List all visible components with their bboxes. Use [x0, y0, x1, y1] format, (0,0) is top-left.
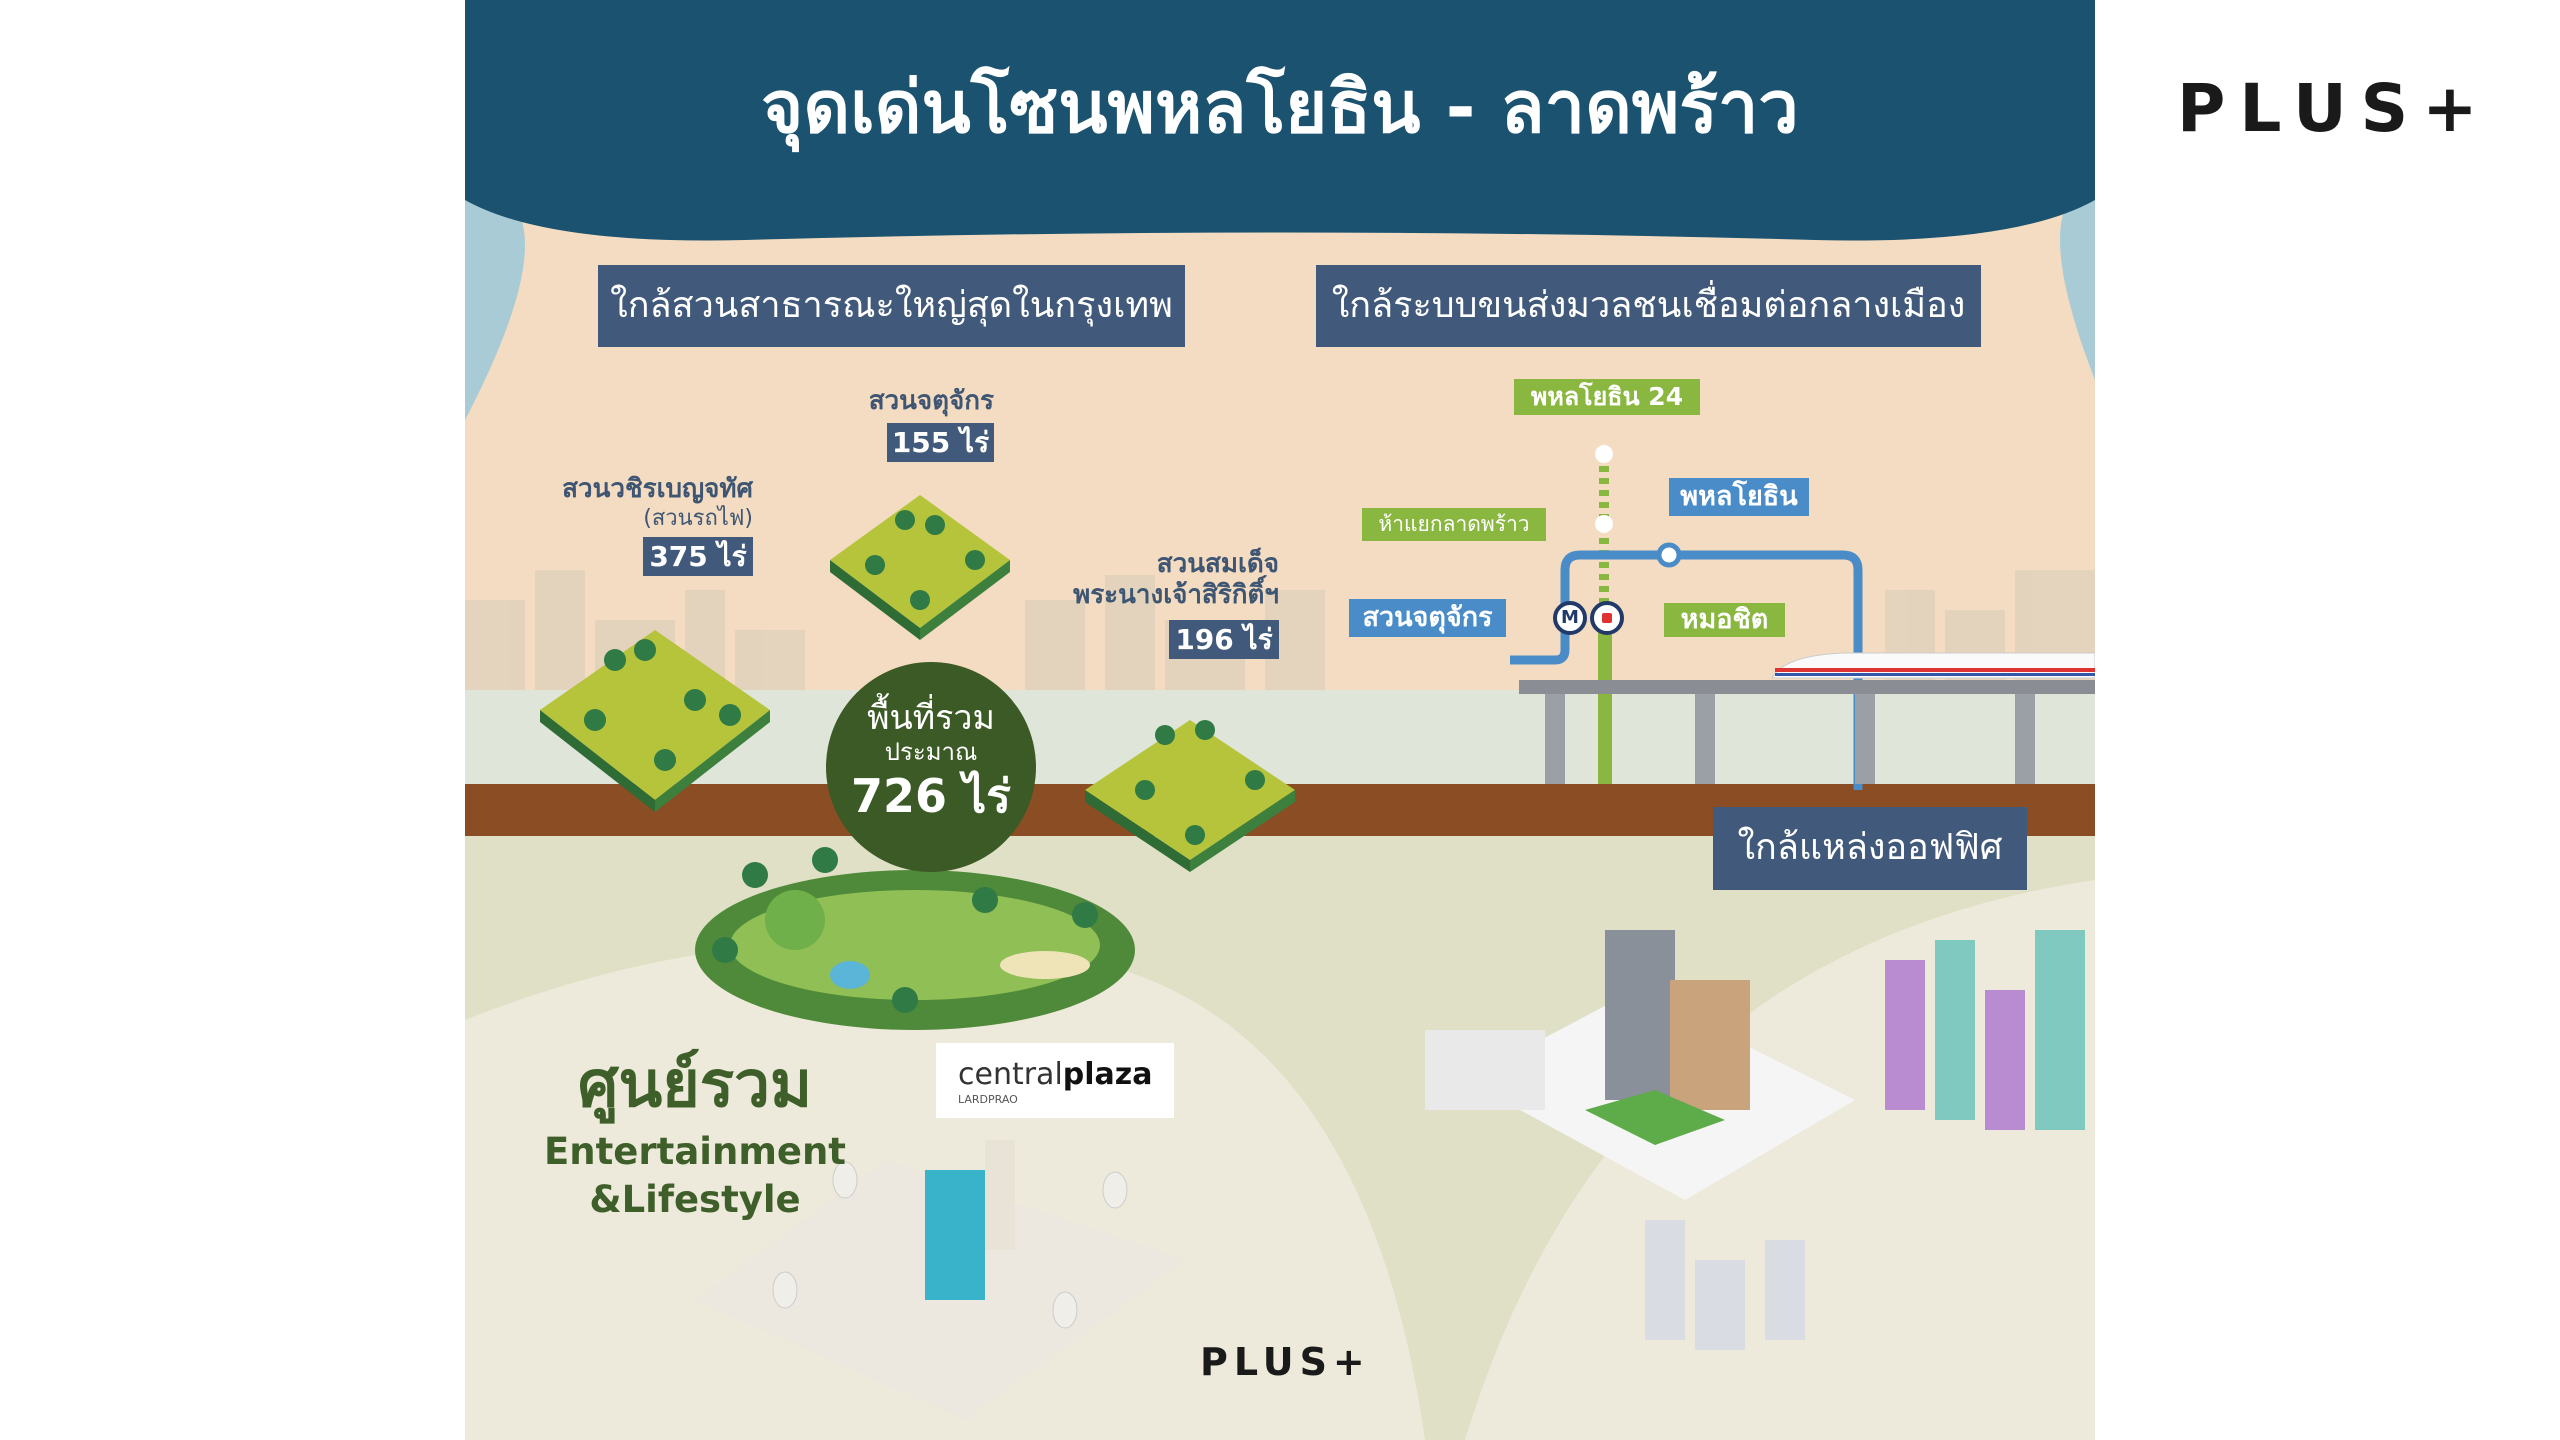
- station-chatuchak-park: สวนจตุจักร: [1349, 599, 1506, 637]
- office-section-title: ใกล้แหล่งออฟฟิศ: [1713, 807, 2027, 890]
- city-blocks-illustration: [1645, 930, 2085, 1350]
- plus-logo: PLUS+: [2177, 70, 2492, 147]
- total-area-approx: ประมาณ: [884, 738, 978, 766]
- park-name-vachirabenjatas: สวนวชิรเบญจทัศ: [562, 474, 753, 504]
- background-illustration: [465, 0, 2095, 1440]
- mall-name-light: central: [958, 1057, 1063, 1092]
- lifestyle-entertainment: Entertainment: [544, 1130, 846, 1173]
- station-ha-yaek-lat-phrao: ห้าแยกลาดพร้าว: [1362, 508, 1546, 541]
- lifestyle-lifestyle: &Lifestyle: [589, 1178, 801, 1221]
- park-name-queen-sirikit: สวนสมเด็จ: [1156, 549, 1279, 579]
- park-name-queen-sirikit-line2: พระนางเจ้าสิริกิติ์ฯ: [1073, 580, 1279, 610]
- central-plaza-logo: centralplaza LARDPRAO: [936, 1043, 1174, 1118]
- station-mo-chit: หมอชิต: [1664, 603, 1785, 637]
- park-diamond: [540, 495, 1295, 872]
- office-buildings-illustration: [1425, 930, 1855, 1200]
- transit-section-title: ใกล้ระบบขนส่งมวลชนเชื่อมต่อกลางเมือง: [1316, 265, 1981, 347]
- station-phahon-yothin: พหลโยธิน: [1669, 478, 1809, 516]
- mall-name-bold: plaza: [1062, 1057, 1153, 1092]
- page-title: จุดเด่นโซนพหลโยธิน - ลาดพร้าว: [761, 65, 1799, 149]
- station-phahon-24: พหลโยธิน 24: [1514, 379, 1700, 415]
- mrt-icon: M: [1553, 601, 1587, 635]
- bts-icon: [1590, 601, 1624, 635]
- park-name-chatuchak: สวนจตุจักร: [868, 386, 994, 416]
- train-illustration: [1771, 652, 2095, 679]
- golf-course-illustration: [695, 847, 1135, 1030]
- park-area-vachirabenjatas: 375 ไร่: [643, 537, 753, 576]
- infographic: จุดเด่นโซนพหลโยธิน - ลาดพร้าว ใกล้สวนสาธ…: [465, 0, 2095, 1440]
- total-area-label: พื้นที่รวม: [867, 698, 995, 738]
- park-subname-rot-fai: (สวนรถไฟ): [643, 506, 753, 531]
- footer-plus-logo: PLUS+: [1200, 1340, 1371, 1384]
- lifestyle-heading: ศูนย์รวม: [577, 1048, 813, 1122]
- parks-section-title: ใกล้สวนสาธารณะใหญ่สุดในกรุงเทพ: [598, 265, 1185, 347]
- mall-branch: LARDPRAO: [958, 1093, 1018, 1106]
- park-area-queen-sirikit: 196 ไร่: [1169, 620, 1279, 659]
- park-area-chatuchak: 155 ไร่: [887, 423, 994, 462]
- total-area-badge: พื้นที่รวม ประมาณ 726 ไร่: [826, 662, 1036, 872]
- mall-illustration: [695, 1140, 1185, 1420]
- total-area-value: 726 ไร่: [851, 769, 1011, 823]
